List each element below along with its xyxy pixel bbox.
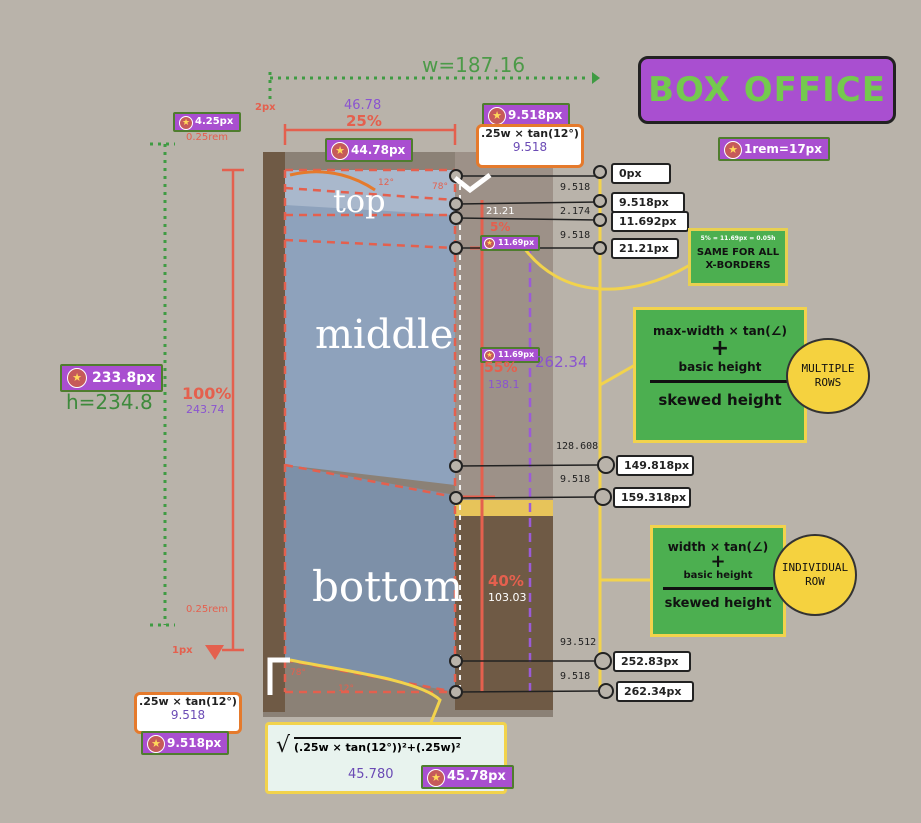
delta-6: 93.512 (560, 637, 597, 648)
top-panel (285, 170, 455, 215)
height-value: 243.74 (186, 403, 225, 416)
star-icon: ★ (484, 350, 495, 361)
angle-bottom-left: 78° (290, 668, 306, 678)
multi-line1: max-width × tan(∠) (653, 324, 787, 338)
bottom-gap-label: 1px (172, 645, 193, 656)
star-icon: ★ (67, 368, 87, 388)
callout-6: 252.83px (613, 651, 691, 672)
top-gap-label: 2px (255, 102, 276, 113)
middle-percent: 55% (484, 360, 518, 376)
delta-1: 9.518 (560, 182, 591, 193)
red-width-measure (222, 124, 457, 652)
middle-badge: ★11.69px (480, 347, 541, 363)
bottom-section-label: bottom (312, 562, 464, 611)
page-title: BOX OFFICE (638, 56, 896, 124)
marker-dots (449, 165, 615, 699)
middle-section-label: middle (315, 312, 454, 358)
rem-arrow (205, 645, 224, 660)
multi-rows-box: max-width × tan(∠) + basic height skewed… (633, 307, 807, 443)
callout-5: 159.318px (613, 487, 691, 508)
col-width-badge: ★44.78px (325, 138, 414, 162)
star-icon: ★ (724, 141, 742, 159)
col-width-percent: 25% (346, 112, 382, 130)
indiv-row-box: width × tan(∠) + basic height skewed hei… (650, 525, 786, 637)
bottom-percent: 40% (488, 572, 524, 590)
rem-top-badge: ★4.25px (173, 112, 242, 132)
shelf-lower (455, 500, 553, 710)
multi-line2: basic height (650, 360, 790, 383)
delta-7: 9.518 (560, 671, 591, 682)
hyp-badge: ★45.78px (421, 765, 514, 789)
bottom-formula-value: 9.518 (170, 708, 206, 722)
rem-top-label: 0.25rem (186, 132, 229, 143)
star-icon: ★ (147, 735, 165, 753)
col-width-value: 46.78 (344, 98, 382, 113)
star-icon: ★ (488, 107, 506, 125)
bottom-formula-box: .25w × tan(12°) 9.518 (134, 692, 242, 734)
delta-5: 9.518 (560, 474, 591, 485)
multi-plus: + (710, 336, 730, 361)
callout-4: 149.818px (616, 455, 694, 476)
callout-1: 9.518px (611, 192, 685, 213)
arrow-right (592, 72, 600, 84)
top-mid-value: 21.21 (486, 206, 515, 217)
callout-2: 11.692px (611, 211, 689, 232)
top-formula-text: .25w × tan(12°) (481, 127, 579, 140)
top-mid-badge: ★11.69px (480, 235, 541, 251)
top-bracket (453, 173, 492, 194)
green-dimensions (150, 72, 590, 627)
bottom-bracket (267, 657, 290, 695)
bottom-curve (289, 658, 442, 726)
top-section-label: top (333, 182, 386, 220)
shelf-light (455, 500, 553, 516)
top-angle-arc (289, 170, 376, 192)
callout-0: 0px (611, 163, 671, 184)
bottom-panel (285, 465, 455, 692)
middle-value: 138.1 (488, 378, 520, 391)
indiv-line3: skewed height (664, 596, 772, 611)
top-formula-box: .25w × tan(12°) 9.518 (476, 124, 584, 168)
same-note-box: 5% = 11.69px = 0.05h SAME FOR ALL X-BORD… (688, 228, 788, 286)
angle-right: 78° (432, 182, 448, 192)
same-note-small: 5% = 11.69px = 0.05h (700, 235, 776, 242)
purple-total: 262.34 (535, 353, 588, 371)
hyp-value: 45.780 (348, 767, 394, 782)
delta-3: 9.518 (560, 230, 591, 241)
indiv-row-circle: INDIVIDUAL ROW (773, 534, 857, 616)
bottom-formula-text: .25w × tan(12°) (139, 695, 237, 708)
angle-bottom-right: 12° (338, 684, 354, 694)
height-percent: 100% (182, 384, 232, 403)
rem-badge: ★1rem=17px (718, 137, 830, 161)
top-formula-value: 9.518 (512, 140, 548, 154)
sqrt-icon: √ (276, 733, 291, 758)
star-icon: ★ (331, 142, 349, 160)
rem-bottom-label: 0.25rem (186, 604, 229, 615)
top-formula-badge: ★9.518px (482, 103, 571, 127)
middle-panel (285, 170, 455, 485)
multi-line3: skewed height (658, 391, 782, 409)
indiv-line1: width × tan(∠) (667, 540, 769, 554)
indiv-plus: + (710, 551, 726, 572)
bottom-formula-badge: ★9.518px (141, 731, 230, 755)
same-note-text: SAME FOR ALL X-BORDERS (696, 247, 780, 271)
star-icon: ★ (179, 116, 193, 130)
left-edge (263, 152, 285, 712)
height-label: h=234.8 (66, 390, 153, 414)
star-icon: ★ (484, 238, 495, 249)
callout-7: 262.34px (616, 681, 694, 702)
height-badge: ★233.8px (60, 364, 164, 392)
delta-2: 2.174 (560, 206, 591, 217)
bottom-value: 103.03 (488, 591, 527, 604)
callout-3: 21.21px (611, 238, 679, 259)
width-label: w=187.16 (422, 53, 526, 77)
yellow-curve (520, 244, 691, 291)
indiv-line2: basic height (663, 570, 773, 590)
delta-4: 128.608 (556, 441, 599, 452)
multi-rows-circle: MULTIPLE ROWS (786, 338, 870, 414)
top-mid-percent: 5% (490, 220, 511, 234)
yellow-connectors (599, 363, 650, 582)
angle-top: 12° (378, 178, 394, 188)
hyp-formula: (.25w × tan(12°))²+(.25w)² (294, 737, 461, 754)
star-icon: ★ (427, 769, 445, 787)
